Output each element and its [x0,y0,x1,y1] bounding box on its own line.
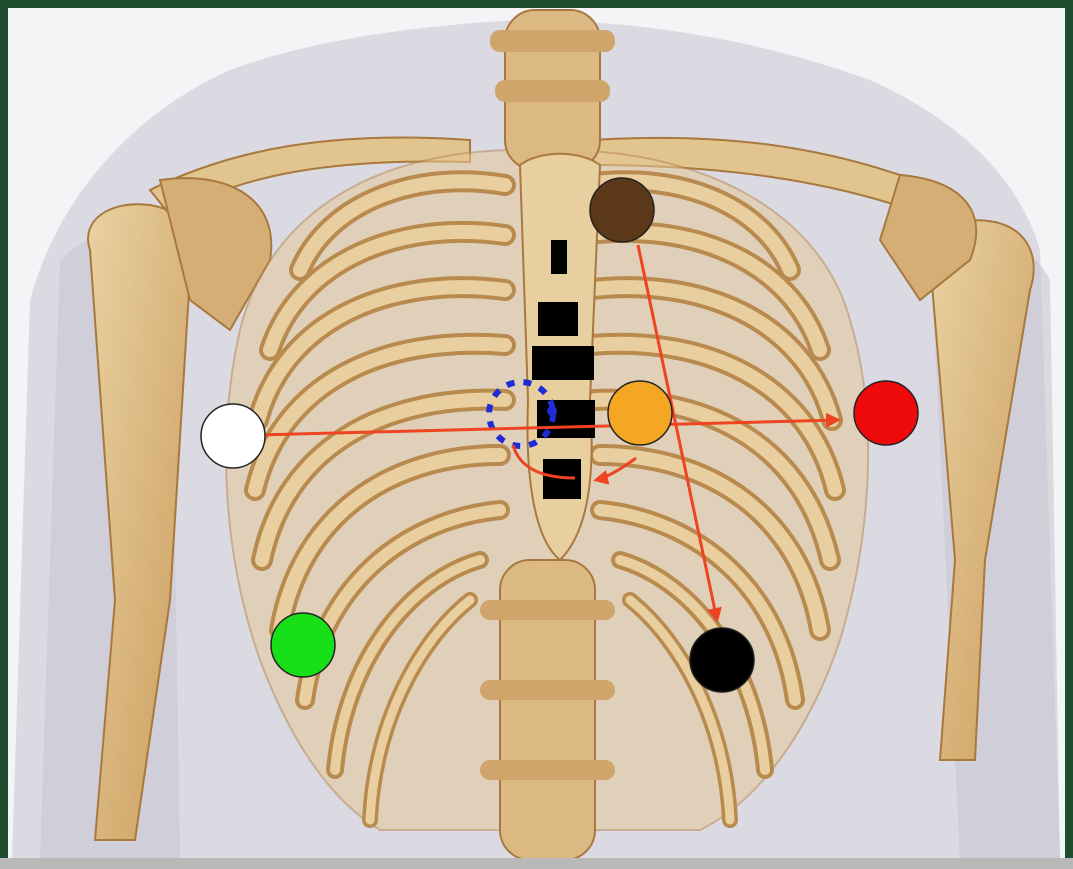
green-electrode [271,613,335,677]
chest-block-1 [551,240,567,274]
chest-block-3 [532,346,594,380]
chest-diagram [8,8,1065,858]
orange-electrode [608,381,672,445]
brown-electrode [590,178,654,242]
chest-block-5 [543,459,581,499]
white-electrode [201,404,265,468]
figure-frame [8,8,1065,858]
black-electrode [690,628,754,692]
red-electrode [854,381,918,445]
chest-block-2 [538,302,578,336]
bottom-strip [0,858,1073,869]
